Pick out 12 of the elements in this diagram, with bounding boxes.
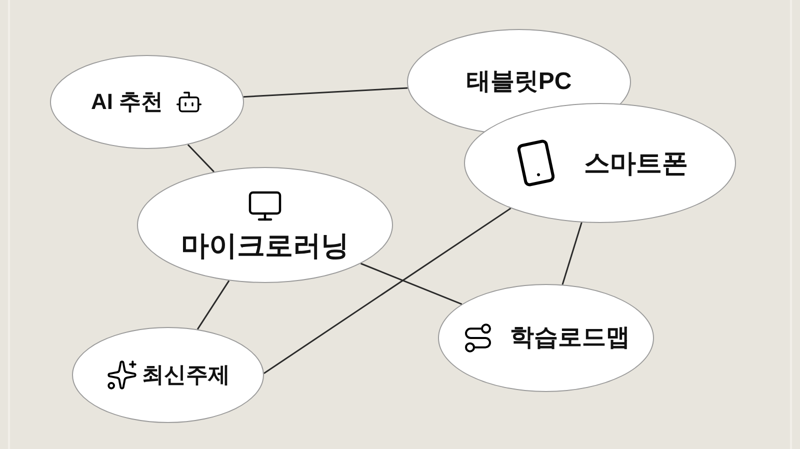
node-label: AI 추천: [90, 88, 164, 116]
node-label: 스마트폰: [584, 146, 688, 180]
connector-line: [264, 208, 512, 374]
node-label: 태블릿PC: [466, 67, 572, 97]
node-label: 최신주제: [142, 361, 230, 389]
node-label: 학습로드맵: [510, 323, 630, 353]
connector-line: [562, 222, 582, 285]
connector-line: [243, 87, 408, 98]
connector-line: [187, 144, 215, 172]
connector-line: [196, 280, 230, 330]
node-label: 마이크로러닝: [181, 228, 349, 262]
connector-line: [360, 262, 462, 305]
